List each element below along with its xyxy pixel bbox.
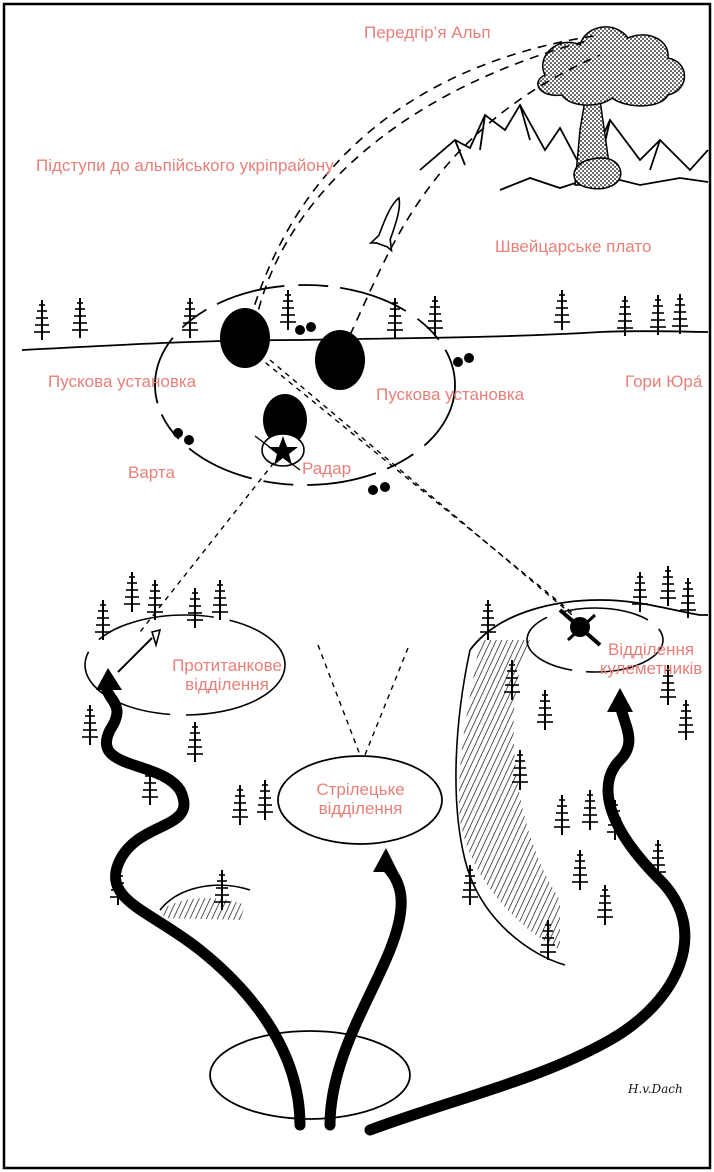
left-hill — [159, 884, 251, 920]
alps-mountains — [419, 103, 709, 191]
launcher-left-symbol — [220, 308, 270, 368]
machine-gun-icon — [558, 608, 602, 647]
antitank-section-area — [84, 614, 286, 716]
mg-section-area — [526, 607, 664, 673]
label-mg-line1: Відділення — [607, 640, 695, 659]
label-antitank-line2: відділення — [185, 675, 269, 694]
launch-site-perimeter — [154, 284, 456, 486]
horizon-line — [21, 330, 709, 351]
label-rifle-line1: Стрілецьке — [316, 780, 405, 799]
label-antitank-section: Протитанкове відділення — [172, 656, 282, 694]
radar-icon — [254, 433, 305, 471]
antitank-arrow-icon — [117, 628, 162, 673]
label-mg-line2: кулеметників — [599, 659, 703, 678]
right-hill — [455, 599, 708, 966]
label-antitank-line1: Протитанкове — [172, 656, 282, 675]
launcher-right-symbol — [315, 330, 365, 390]
label-radar: Радар — [302, 459, 352, 478]
missile-icon — [368, 196, 401, 253]
label-rifle-section: Стрілецьке відділення — [298, 780, 423, 818]
label-launcher-left: Пускова установка — [48, 372, 197, 391]
explosion-cloud — [537, 26, 686, 190]
label-guard: Варта — [128, 463, 175, 482]
label-alpine-approaches: Підступи до альпійського укріпрайону — [36, 156, 334, 175]
label-mg-section: Відділення кулеметників — [596, 640, 706, 678]
arrow-heads — [96, 668, 633, 872]
sight-lines — [139, 349, 591, 756]
assembly-area — [209, 1030, 411, 1120]
movement-arrows — [101, 674, 691, 1136]
guard-posts — [173, 322, 474, 495]
author-signature: H.v.Dach — [628, 1082, 683, 1096]
rifle-section-area — [277, 755, 443, 845]
radar-site-symbol — [263, 394, 307, 446]
label-jura-mountains: Гори Юра́ — [625, 372, 703, 391]
missile-trajectories — [249, 34, 601, 336]
label-rifle-line2: відділення — [318, 799, 403, 818]
label-swiss-plateau: Швейцарське плато — [495, 237, 652, 256]
label-alps-foothills: Передгір’я Альп — [364, 23, 491, 42]
label-launcher-right: Пускова установка — [376, 385, 525, 404]
